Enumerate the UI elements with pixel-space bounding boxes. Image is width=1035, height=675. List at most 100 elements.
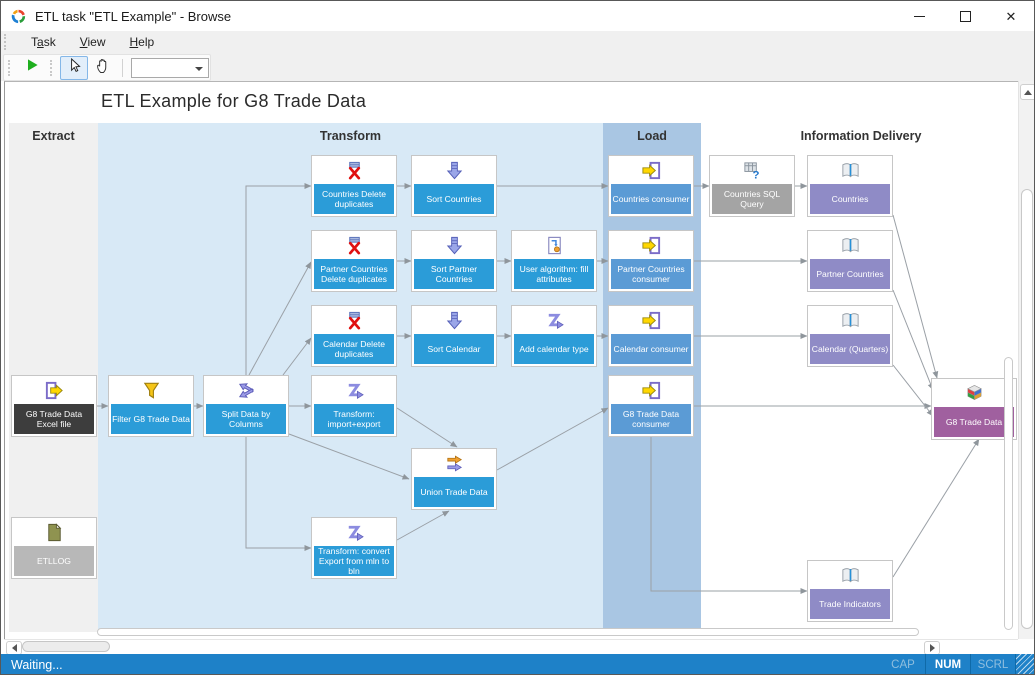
node-calendar_book[interactable]: Calendar (Quarters) (807, 305, 893, 367)
horizontal-scroll-thumb[interactable] (22, 641, 110, 652)
node-countries_dedup[interactable]: Countries Delete duplicates (311, 155, 397, 217)
status-indicator-cap: CAP (891, 658, 915, 671)
sort-icon (412, 232, 496, 258)
pan-tool-button[interactable] (88, 56, 116, 80)
node-src_excel[interactable]: G8 Trade Data Excel file (11, 375, 97, 437)
select-tool-button[interactable] (60, 55, 88, 80)
hand-icon (94, 57, 111, 79)
book-icon (808, 157, 892, 183)
status-indicator-num: NUM (934, 658, 962, 671)
node-label: Partner Countries consumer (611, 259, 691, 289)
scroll-right-button[interactable] (924, 641, 940, 655)
node-tr_import_export[interactable]: Transform: import+export (311, 375, 397, 437)
menu-item-help[interactable]: Help (129, 35, 155, 49)
node-label: Partner Countries (810, 259, 890, 289)
vertical-scroll-thumb[interactable] (1021, 189, 1033, 629)
node-filter[interactable]: Filter G8 Trade Data (108, 375, 194, 437)
lane-header-transform: Transform (319, 129, 382, 143)
vertical-scrollbar[interactable] (1018, 81, 1034, 639)
maximize-icon (959, 10, 971, 22)
node-partner_consumer[interactable]: Partner Countries consumer (608, 230, 694, 292)
run-button[interactable] (18, 56, 46, 80)
node-label: Split Data by Columns (206, 404, 286, 434)
app-logo-icon (10, 8, 27, 25)
arrow-left-icon (11, 644, 17, 652)
arrow-right-icon (929, 644, 935, 652)
node-label: Countries (810, 184, 890, 214)
node-label: Transform: import+export (314, 404, 394, 434)
window-title: ETL task "ETL Example" - Browse (35, 8, 232, 24)
node-partner_book[interactable]: Partner Countries (807, 230, 893, 292)
door-in-icon (609, 377, 693, 403)
lane-header-load: Load (637, 129, 667, 143)
node-label: G8 Trade Data consumer (611, 404, 691, 434)
resize-grip[interactable] (1016, 654, 1034, 674)
dedup-icon (312, 232, 396, 258)
node-countries_book[interactable]: Countries (807, 155, 893, 217)
play-icon (24, 57, 40, 78)
door-in-icon (609, 232, 693, 258)
node-etllog[interactable]: ETLLOG (11, 517, 97, 579)
node-label: Partner Countries Delete duplicates (314, 259, 394, 289)
node-user_alg[interactable]: User algorithm: fill attributes (511, 230, 597, 292)
menu-item-view[interactable]: View (79, 35, 106, 49)
node-calendar_consumer[interactable]: Calendar consumer (608, 305, 694, 367)
node-calendar_dedup[interactable]: Calendar Delete duplicates (311, 305, 397, 367)
status-separator (970, 654, 971, 674)
node-label: G8 Trade Data Excel file (14, 404, 94, 434)
file-icon (12, 519, 96, 545)
node-sort_countries[interactable]: Sort Countries (411, 155, 497, 217)
union-icon (412, 450, 496, 476)
node-g8_cube[interactable]: G8 Trade Data (931, 378, 1017, 440)
node-label: Sort Countries (414, 184, 494, 214)
node-label: Calendar Delete duplicates (314, 334, 394, 364)
node-split[interactable]: Split Data by Columns (203, 375, 289, 437)
door-in-icon (609, 157, 693, 183)
status-indicator-scrl: SCRL (977, 658, 1009, 671)
lane-header-delivery: Information Delivery (800, 129, 922, 143)
scroll-left-button[interactable] (6, 641, 22, 655)
node-label: Calendar (Quarters) (810, 334, 890, 364)
split-icon (204, 377, 288, 403)
status-separator (1015, 654, 1016, 674)
diagram-hscroll-thumb[interactable] (97, 628, 919, 636)
book-icon (808, 307, 892, 333)
minimize-button[interactable] (896, 1, 942, 31)
ztransform-icon (312, 377, 396, 403)
status-separator (925, 654, 926, 674)
node-tr_convert[interactable]: Transform: convert Export from mln to bl… (311, 517, 397, 579)
close-icon: ✕ (1005, 8, 1017, 24)
menu-item-task[interactable]: Task (31, 35, 56, 49)
door-out-icon (12, 377, 96, 403)
toolbar-gripper-2 (50, 59, 54, 76)
node-add_cal_type[interactable]: Add calendar type (511, 305, 597, 367)
arrow-up-icon (1024, 89, 1032, 95)
node-g8_consumer[interactable]: G8 Trade Data consumer (608, 375, 694, 437)
node-union[interactable]: Union Trade Data (411, 448, 497, 510)
node-sort_calendar[interactable]: Sort Calendar (411, 305, 497, 367)
menu-gripper (4, 34, 9, 50)
ztransform-icon (312, 519, 396, 545)
book-icon (808, 232, 892, 258)
node-label: Transform: convert Export from mln to bl… (314, 546, 394, 576)
node-label: Sort Partner Countries (414, 259, 494, 289)
node-label: Countries consumer (611, 184, 691, 214)
zoom-combobox[interactable] (131, 57, 209, 78)
toolbar-panel (3, 54, 211, 81)
horizontal-scrollbar[interactable] (4, 639, 1018, 655)
maximize-button[interactable] (942, 1, 988, 31)
diagram-vscroll-thumb[interactable] (1004, 357, 1013, 630)
ztransform-icon (512, 307, 596, 333)
node-partner_dedup[interactable]: Partner Countries Delete duplicates (311, 230, 397, 292)
node-sql_query[interactable]: ?Countries SQL Query (709, 155, 795, 217)
node-sort_partner[interactable]: Sort Partner Countries (411, 230, 497, 292)
useralg-icon (512, 232, 596, 258)
node-countries_consumer[interactable]: Countries consumer (608, 155, 694, 217)
node-label: Add calendar type (514, 334, 594, 364)
scroll-up-button[interactable] (1020, 84, 1034, 100)
node-trade_indicators[interactable]: Trade Indicators (807, 560, 893, 622)
node-label: Countries SQL Query (712, 184, 792, 214)
close-button[interactable]: ✕ (988, 1, 1034, 31)
cube-icon (932, 380, 1016, 406)
